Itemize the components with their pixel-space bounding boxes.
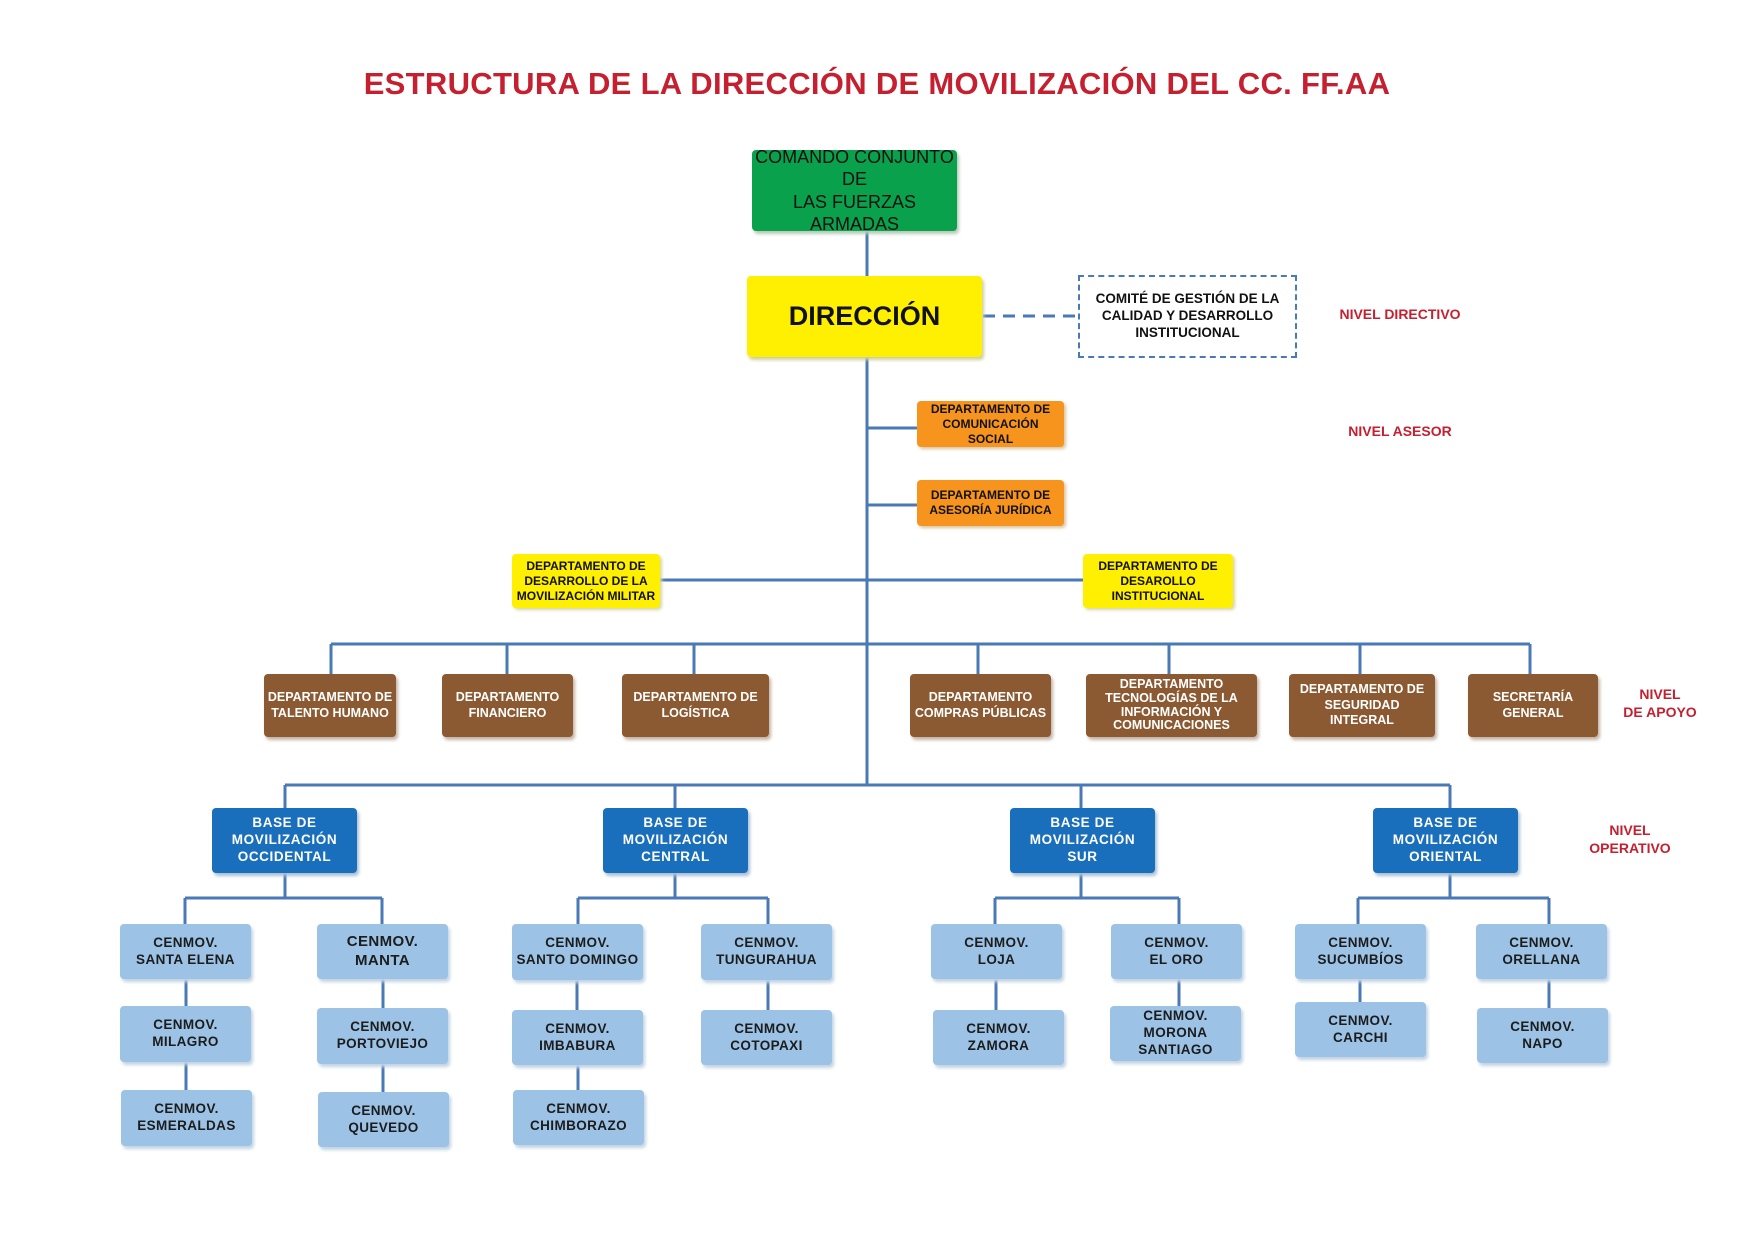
node-cenmov: CENMOV. ESMERALDAS xyxy=(121,1090,252,1146)
node-cenmov: CENMOV. MILAGRO xyxy=(120,1006,251,1062)
node-cenmov: CENMOV. MANTA xyxy=(317,924,448,979)
node-cenmov: CENMOV. ORELLANA xyxy=(1476,924,1607,979)
node-talento-humano: DEPARTAMENTO DE TALENTO HUMANO xyxy=(264,674,396,737)
node-cenmov: CENMOV. CHIMBORAZO xyxy=(513,1090,644,1145)
node-cenmov: CENMOV. PORTOVIEJO xyxy=(317,1008,448,1064)
node-financiero: DEPARTAMENTO FINANCIERO xyxy=(442,674,573,737)
node-cenmov: CENMOV. EL ORO xyxy=(1111,924,1242,979)
node-comando-conjunto: COMANDO CONJUNTO DE LAS FUERZAS ARMADAS xyxy=(752,147,957,234)
node-base-occidental: BASE DE MOVILIZACIÓN OCCIDENTAL xyxy=(212,808,357,873)
level-label-asesor: NIVEL ASESOR xyxy=(1348,423,1452,439)
node-base-central: BASE DE MOVILIZACIÓN CENTRAL xyxy=(603,808,748,873)
node-direccion: DIRECCIÓN xyxy=(747,276,982,357)
node-compras-publicas: DEPARTAMENTO COMPRAS PÚBLICAS xyxy=(910,674,1051,737)
node-cenmov: CENMOV. LOJA xyxy=(931,924,1062,979)
node-secretaria-general: SECRETARÍA GENERAL xyxy=(1468,674,1598,737)
node-tecnologias: DEPARTAMENTO TECNOLOGÍAS DE LA INFORMACI… xyxy=(1086,674,1257,737)
node-cenmov: CENMOV. IMBABURA xyxy=(512,1010,643,1065)
level-label-directivo: NIVEL DIRECTIVO xyxy=(1339,306,1461,322)
node-asesoria-juridica: DEPARTAMENTO DE ASESORÍA JURÍDICA xyxy=(917,480,1064,526)
node-comunicacion-social: DEPARTAMENTO DE COMUNICACIÓN SOCIAL xyxy=(917,401,1064,447)
node-cenmov: CENMOV. SUCUMBÍOS xyxy=(1295,924,1426,979)
node-cenmov: CENMOV. CARCHI xyxy=(1295,1002,1426,1057)
node-cenmov: CENMOV. TUNGURAHUA xyxy=(701,924,832,980)
node-cenmov: CENMOV. QUEVEDO xyxy=(318,1092,449,1147)
node-base-sur: BASE DE MOVILIZACIÓN SUR xyxy=(1010,808,1155,873)
node-seguridad-integral: DEPARTAMENTO DE SEGURIDAD INTEGRAL xyxy=(1289,674,1435,737)
node-comite-calidad: COMITÉ DE GESTIÓN DE LA CALIDAD Y DESARR… xyxy=(1078,275,1297,358)
node-cenmov: CENMOV. SANTO DOMINGO xyxy=(512,924,643,980)
node-base-oriental: BASE DE MOVILIZACIÓN ORIENTAL xyxy=(1373,808,1518,873)
node-desarrollo-movilizacion: DEPARTAMENTO DE DESARROLLO DE LA MOVILIZ… xyxy=(512,554,660,608)
node-cenmov: CENMOV. NAPO xyxy=(1477,1008,1608,1063)
node-cenmov: CENMOV. COTOPAXI xyxy=(701,1010,832,1065)
node-logistica: DEPARTAMENTO DE LOGÍSTICA xyxy=(622,674,769,737)
node-cenmov: CENMOV. SANTA ELENA xyxy=(120,924,251,979)
level-label-apoyo: NIVEL DE APOYO xyxy=(1623,686,1697,720)
page-title: ESTRUCTURA DE LA DIRECCIÓN DE MOVILIZACI… xyxy=(363,66,1391,101)
node-desarrollo-institucional: DEPARTAMENTO DE DESAROLLO INSTITUCIONAL xyxy=(1083,554,1233,608)
level-label-operativo: NIVEL OPERATIVO xyxy=(1589,822,1671,856)
node-cenmov: CENMOV. ZAMORA xyxy=(933,1010,1064,1065)
node-cenmov: CENMOV. MORONA SANTIAGO xyxy=(1110,1006,1241,1061)
